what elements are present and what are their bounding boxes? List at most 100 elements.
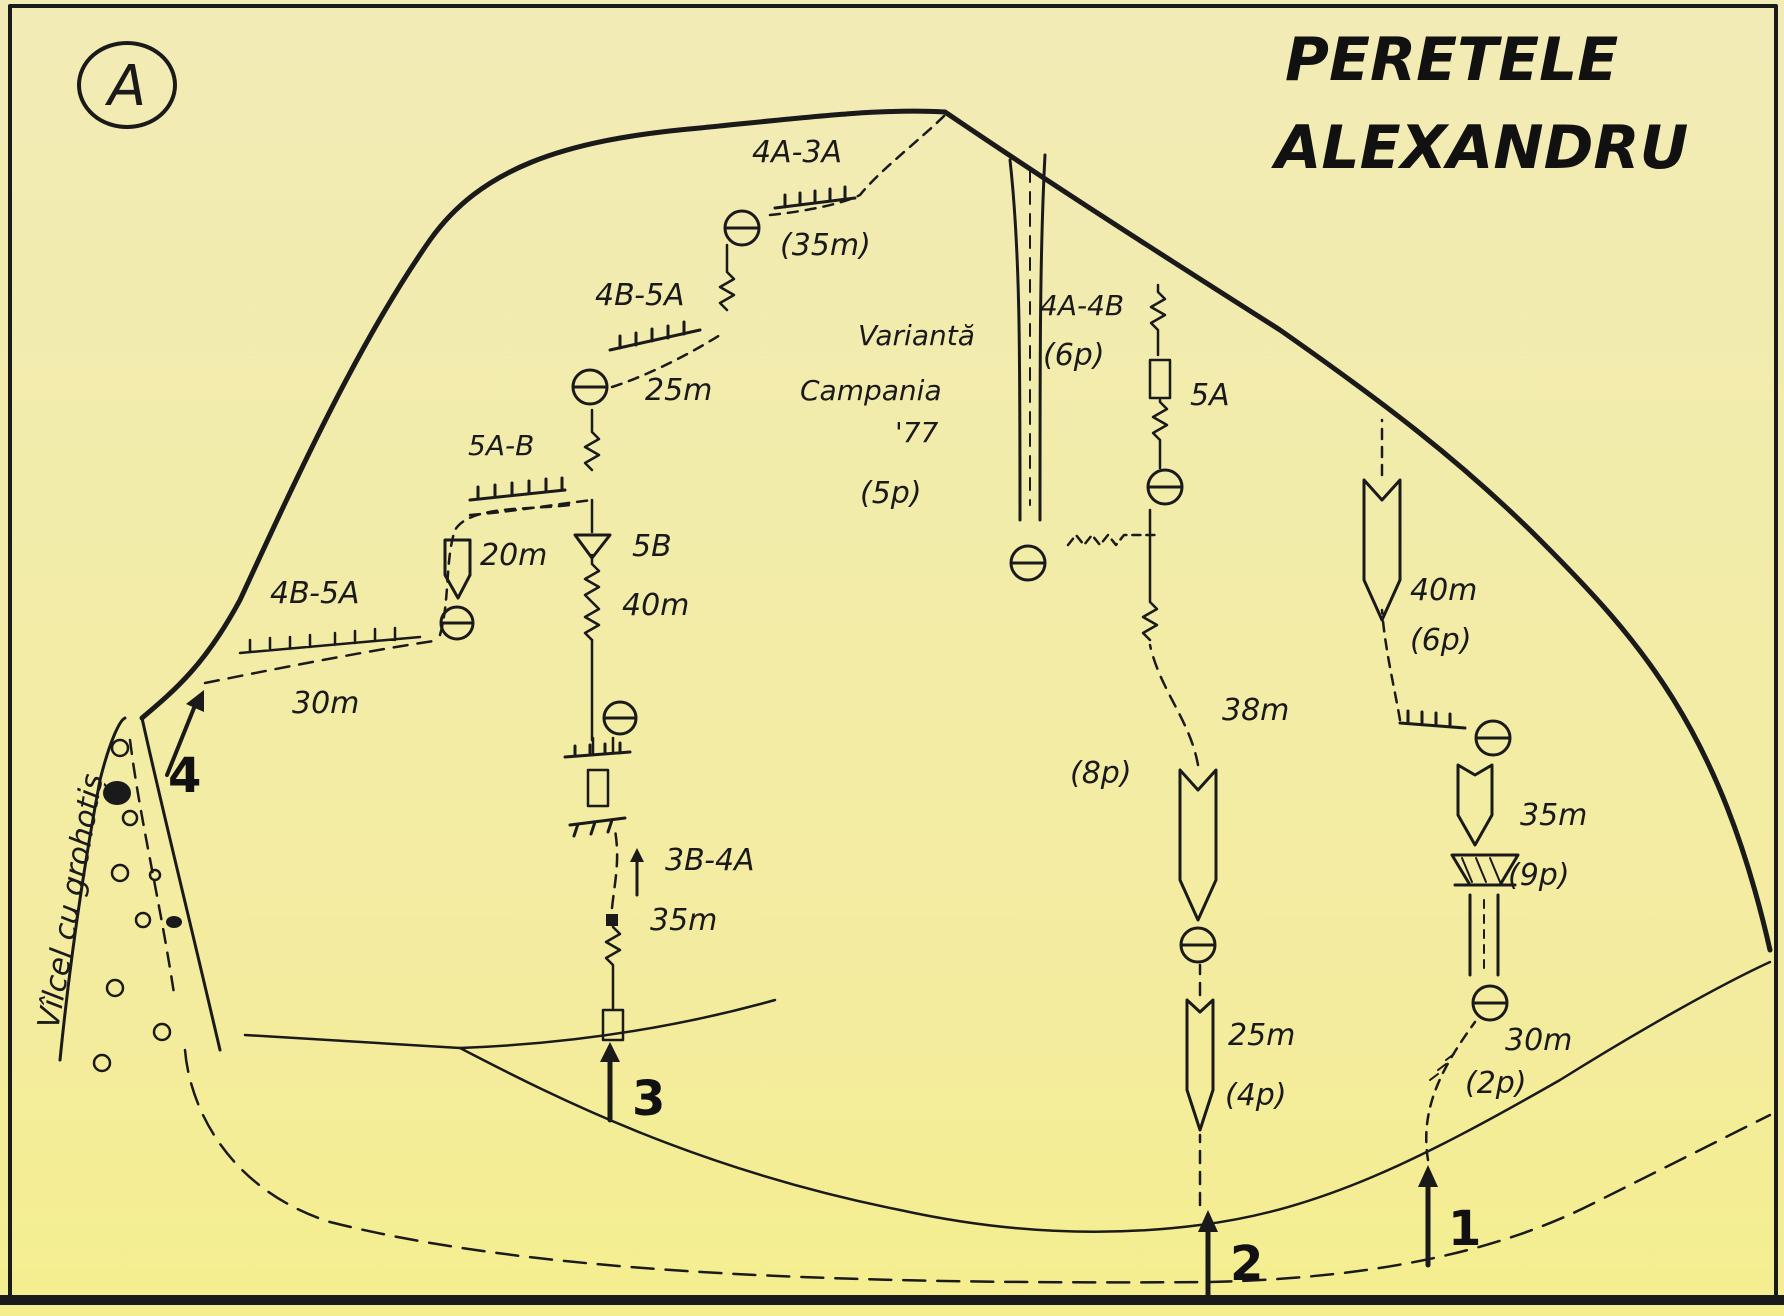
route-2-pitons-8: (8p) (1070, 756, 1132, 791)
route-3-grade-4b5a: 4B-5A (595, 278, 685, 313)
route-1-pitons-6: (6p) (1410, 623, 1472, 658)
route-2-belay-1 (1179, 926, 1217, 964)
route-3-start-block (601, 1008, 625, 1042)
route-2-belay-2 (1146, 468, 1184, 506)
gully-left-edge (58, 716, 127, 1062)
approach-path (183, 1048, 1772, 1284)
route-3-arrowhead (600, 1042, 620, 1062)
variant-campania-77: Variantă Campania '77 (5p) (800, 153, 1162, 582)
route-1-arrowhead (1418, 1165, 1438, 1187)
route-3-exit-dash (768, 113, 947, 217)
route-3-overhang-4b5a (608, 320, 702, 352)
route-1-rappel-35 (1456, 763, 1494, 847)
route-3-number: 3 (632, 1071, 665, 1127)
route-4-arrow (165, 696, 200, 777)
route-3-rappel-arrow (443, 538, 472, 600)
route-2: 2 25m (4p) 38m (8p) 5A 4A-4B (6p) (1040, 283, 1295, 1298)
route-3-crack-top (718, 243, 736, 312)
route-3-length-35-top: (35m) (780, 228, 871, 263)
route-2-crack-1 (1141, 508, 1159, 642)
variant-line-2: Campania (800, 374, 942, 407)
route-3-grade-4a3a: 4A-3A (752, 135, 842, 170)
variant-line-3: '77 (895, 416, 939, 449)
cliff-outline (139, 108, 1773, 953)
route-3-chimney-block (586, 768, 610, 808)
variant-line-1: Variantă (858, 319, 975, 352)
route-2-crack-2 (1151, 398, 1169, 470)
route-3-overhang-dash (468, 498, 594, 517)
route-1-rappel-40 (1362, 478, 1402, 622)
route-3-crack-1 (604, 918, 622, 1010)
route-1-overhang (1398, 709, 1467, 730)
route-2-arrowhead (1198, 1210, 1218, 1232)
ground-ledge (458, 998, 777, 1050)
route-2-rappel-25 (1185, 998, 1215, 1132)
route-2-number: 2 (1230, 1236, 1263, 1292)
route-3: 3 35m 3B-4A 40m 5B 20m 5A-B (438, 113, 947, 1127)
route-4-overhang (238, 626, 422, 655)
title-line-2: ALEXANDRU (1271, 113, 1688, 183)
route-4: 4 4B-5A 30m (165, 576, 442, 804)
route-1: 1 30m (2p) (9p) 35m 40m (6p) (1362, 418, 1587, 1268)
variant-pitons: (5p) (860, 476, 922, 511)
route-3-length-35: 35m (650, 903, 717, 938)
route-3-roof-lower (568, 816, 627, 838)
route-3-overhang-top (773, 185, 857, 210)
route-3-length-40: 40m (622, 588, 689, 623)
route-2-length-38: 38m (1222, 693, 1289, 728)
route-1-length-35: 35m (1520, 798, 1587, 833)
route-3-length-25: 25m (645, 373, 712, 408)
route-3-dash-25 (610, 333, 722, 389)
scree-stones (92, 738, 172, 1073)
route-1-number: 1 (1448, 1201, 1481, 1257)
route-1-belay-2 (1474, 719, 1512, 757)
route-3-overhang-5ab (468, 476, 567, 502)
route-1-roof (1450, 853, 1520, 887)
route-1-length-30: 30m (1505, 1023, 1572, 1058)
route-3-small-arrowhead (630, 848, 644, 862)
route-4-length: 30m (292, 686, 359, 721)
route-3-belay-left (439, 605, 475, 641)
gully-path (128, 738, 177, 1002)
route-1-pitons-9: (9p) (1508, 858, 1570, 893)
route-2-pitons-4: (4p) (1225, 1078, 1287, 1113)
route-1-dash-mid (1380, 608, 1402, 722)
route-2-length-25: 25m (1228, 1018, 1295, 1053)
route-4-grade: 4B-5A (270, 576, 360, 611)
route-3-triangle-belay (573, 533, 612, 560)
route-1-dash-start (1424, 1020, 1477, 1162)
route-3-belay-2 (571, 368, 609, 406)
route-3-dash-1 (610, 828, 619, 910)
route-3-grade-3b4a: 3B-4A (665, 843, 755, 878)
route-3-grade-5b: 5B (632, 529, 672, 564)
route-1-length-40: 40m (1410, 573, 1477, 608)
route-3-belay-1 (602, 700, 638, 736)
route-3-belay-square (606, 914, 618, 926)
variant-traverse (1066, 533, 1162, 547)
gully-right-edge (140, 716, 222, 1052)
route-2-grade-4a4b: 4A-4B (1040, 289, 1124, 322)
route-2-pitons-6: (6p) (1043, 338, 1105, 373)
route-2-crack-3 (1149, 283, 1167, 357)
route-3-crack-5ab (583, 408, 601, 472)
route-2-dash-upper (1148, 643, 1200, 767)
badge-circle (77, 41, 177, 129)
route-3-grade-5ab: 5A-B (468, 429, 534, 462)
route-3-crack-40 (583, 553, 601, 642)
route-4-traverse (203, 638, 442, 685)
route-4-number: 4 (168, 748, 201, 804)
route-2-rappel-38 (1178, 768, 1218, 922)
route-1-belay-1 (1471, 984, 1509, 1022)
route-3-roof-upper (563, 741, 632, 759)
route-1-chimney (1468, 893, 1500, 977)
badge-letter: A (105, 54, 146, 119)
route-1-ramp-marks (1429, 1053, 1455, 1081)
route-1-pitons-2: (2p) (1465, 1066, 1527, 1101)
scree-rock (166, 916, 182, 928)
scree-boulder (103, 781, 131, 805)
variant-belay (1009, 544, 1047, 582)
variant-chimney (1008, 153, 1047, 522)
route-3-roof-ties (591, 736, 615, 757)
title-line-1: PERETELE (1285, 25, 1618, 95)
